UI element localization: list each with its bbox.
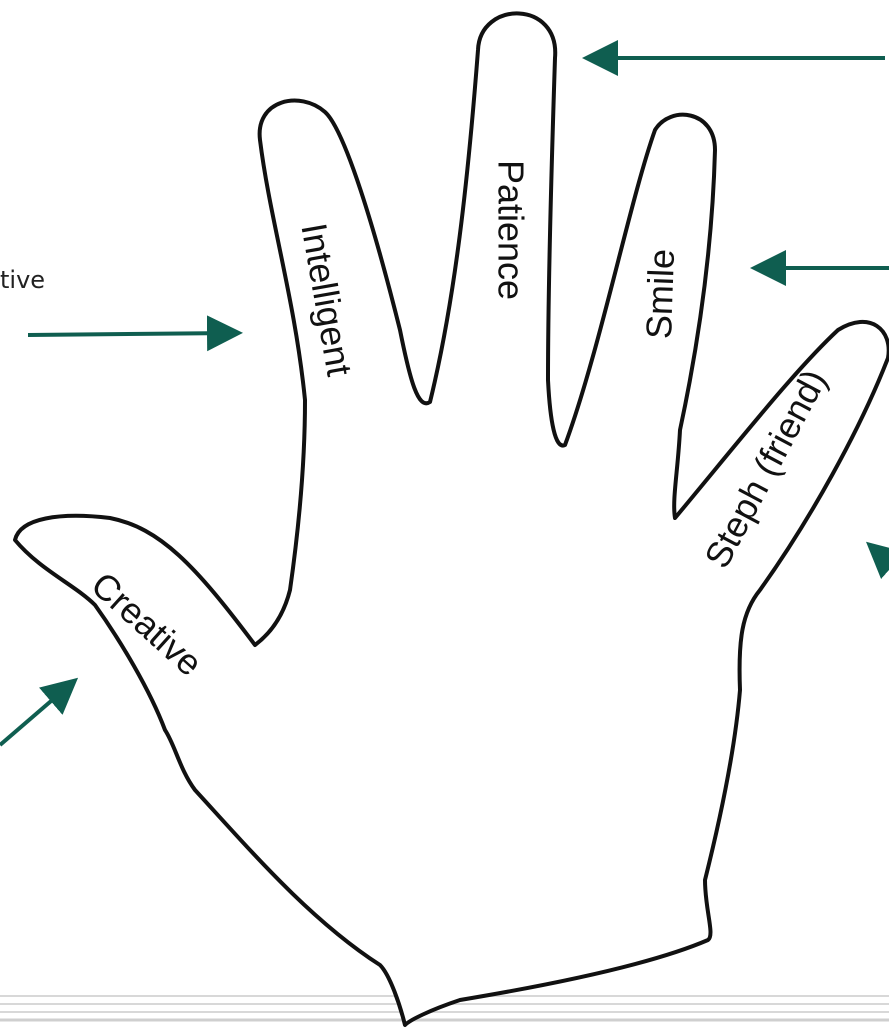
arrow-to-thumb xyxy=(0,683,72,745)
left-label: tive xyxy=(0,266,45,294)
ring-finger-label: Smile xyxy=(638,248,682,339)
middle-finger-label: Patience xyxy=(490,160,531,300)
arrow-to-index-finger xyxy=(28,333,235,335)
arrow-to-pinky xyxy=(872,547,889,562)
